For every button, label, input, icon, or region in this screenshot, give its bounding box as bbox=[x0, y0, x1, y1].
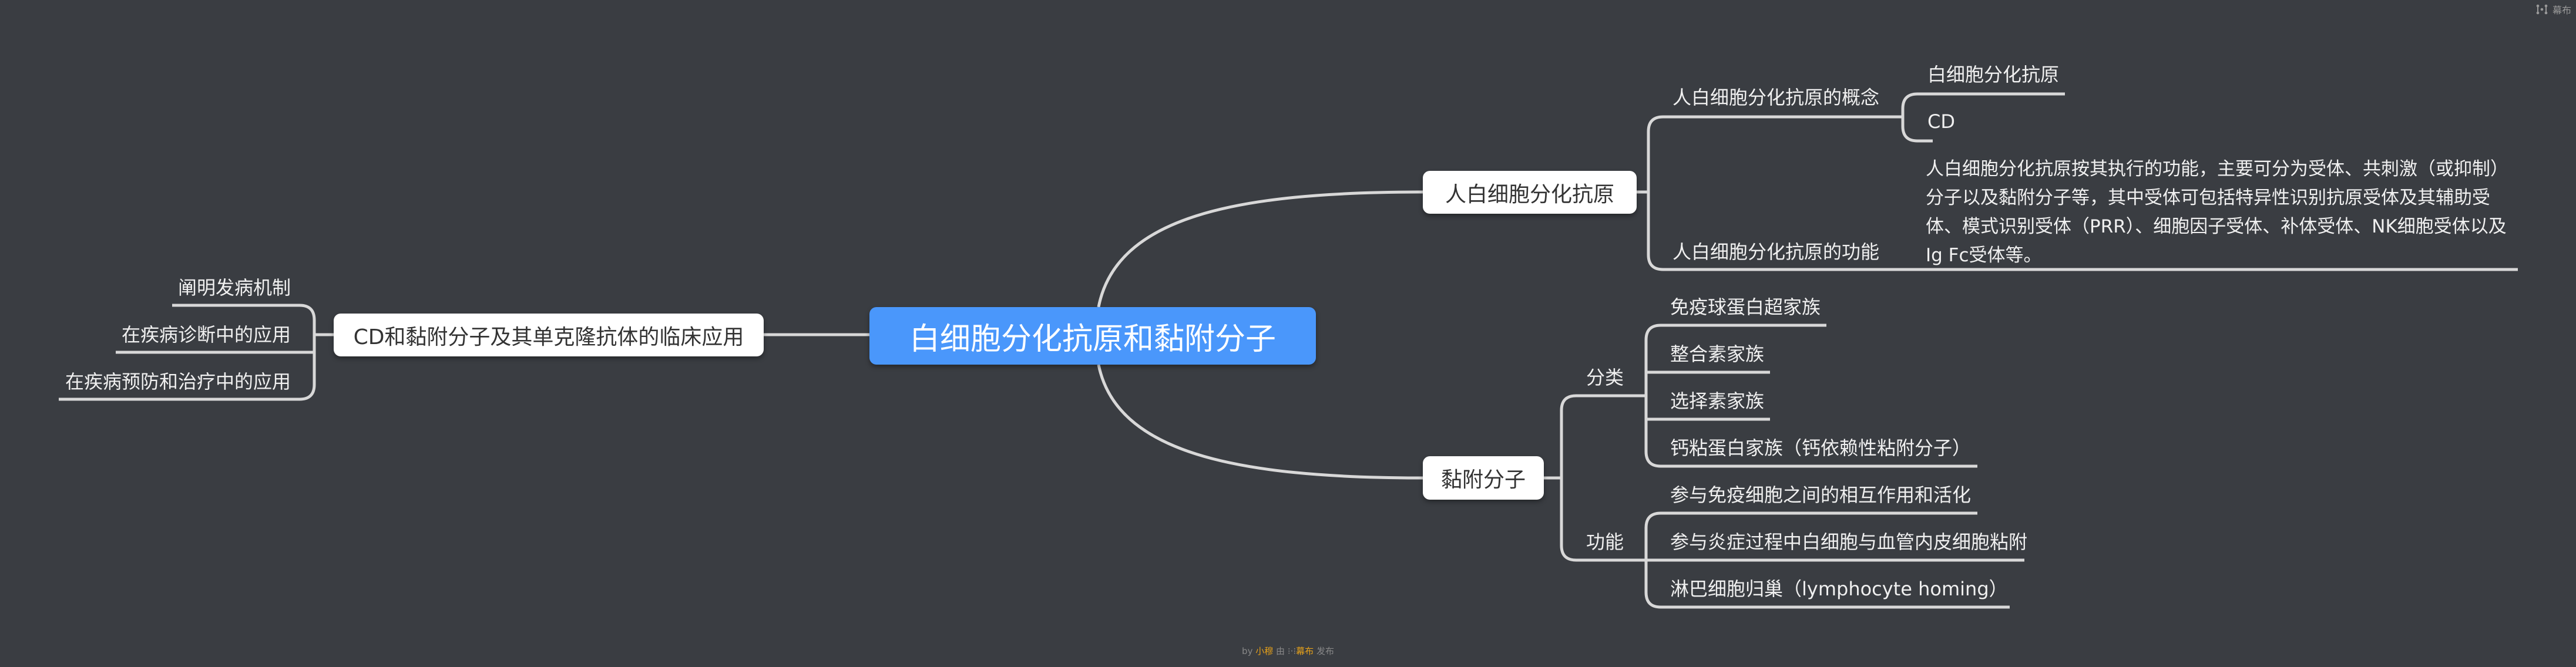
footer-published: 发布 bbox=[1316, 646, 1334, 656]
footer-via: 由 bbox=[1276, 646, 1285, 656]
topic-prevention-treatment[interactable]: 在疾病预防和治疗中的应用 bbox=[65, 370, 291, 393]
topic-inflammation-adhesion[interactable]: 参与炎症过程中白细胞与血管内皮细胞粘附 bbox=[1670, 531, 2028, 553]
topic-selectin[interactable]: 选择素家族 bbox=[1670, 390, 1765, 412]
clinical-application-node[interactable]: CD和黏附分子及其单克隆抗体的临床应用 bbox=[334, 314, 764, 356]
topic-antigen-function-detail[interactable]: 人白细胞分化抗原按其执行的功能，主要可分为受体、共刺激（或抑制）分子以及黏附分子… bbox=[1926, 159, 2508, 266]
mubu-logo-icon bbox=[2536, 4, 2548, 15]
brand-name: 幕布 bbox=[2552, 5, 2571, 16]
topic-immune-interaction[interactable]: 参与免疫细胞之间的相互作用和活化 bbox=[1670, 484, 1972, 506]
node-label: CD和黏附分子及其单克隆抗体的临床应用 bbox=[353, 325, 744, 349]
topic-leukocyte-differentiation-antigen[interactable]: 白细胞分化抗原 bbox=[1927, 63, 2060, 86]
topic-function[interactable]: 功能 bbox=[1586, 531, 1624, 553]
topic-antigen-concept[interactable]: 人白细胞分化抗原的概念 bbox=[1672, 86, 1880, 109]
footer-logo-icon: ⁝·⁝ bbox=[1287, 646, 1297, 656]
topic-igsf[interactable]: 免疫球蛋白超家族 bbox=[1670, 296, 1821, 318]
leukocyte-antigen-node[interactable]: 人白细胞分化抗原 bbox=[1423, 171, 1637, 214]
footer-author[interactable]: 小穆 bbox=[1255, 646, 1274, 656]
footer-by: by bbox=[1242, 646, 1253, 656]
topic-diagnosis[interactable]: 在疾病诊断中的应用 bbox=[121, 324, 291, 346]
topic-classification[interactable]: 分类 bbox=[1586, 366, 1624, 389]
topic-antigen-function[interactable]: 人白细胞分化抗原的功能 bbox=[1672, 241, 1880, 263]
topic-pathogenesis[interactable]: 阐明发病机制 bbox=[177, 277, 291, 299]
topic-integrin[interactable]: 整合素家族 bbox=[1670, 343, 1765, 365]
brand-logo[interactable]: 幕布 bbox=[2536, 2, 2571, 16]
root-node[interactable]: 白细胞分化抗原和黏附分子 bbox=[869, 307, 1316, 365]
topic-lymphocyte-homing[interactable]: 淋巴细胞归巢（lymphocyte homing） bbox=[1670, 578, 2008, 600]
topic-cd[interactable]: CD bbox=[1927, 110, 1955, 133]
footer-platform[interactable]: 幕布 bbox=[1296, 646, 1314, 656]
adhesion-molecule-node[interactable]: 黏附分子 bbox=[1423, 456, 1544, 500]
node-label: 黏附分子 bbox=[1440, 468, 1526, 492]
topic-cadherin[interactable]: 钙粘蛋白家族（钙依赖性粘附分子） bbox=[1670, 437, 1972, 459]
footer-credit: by 小穆 由 ⁝·⁝幕布 发布 bbox=[0, 645, 2576, 657]
node-label: 人白细胞分化抗原 bbox=[1445, 182, 1614, 207]
root-label: 白细胞分化抗原和黏附分子 bbox=[909, 321, 1276, 357]
